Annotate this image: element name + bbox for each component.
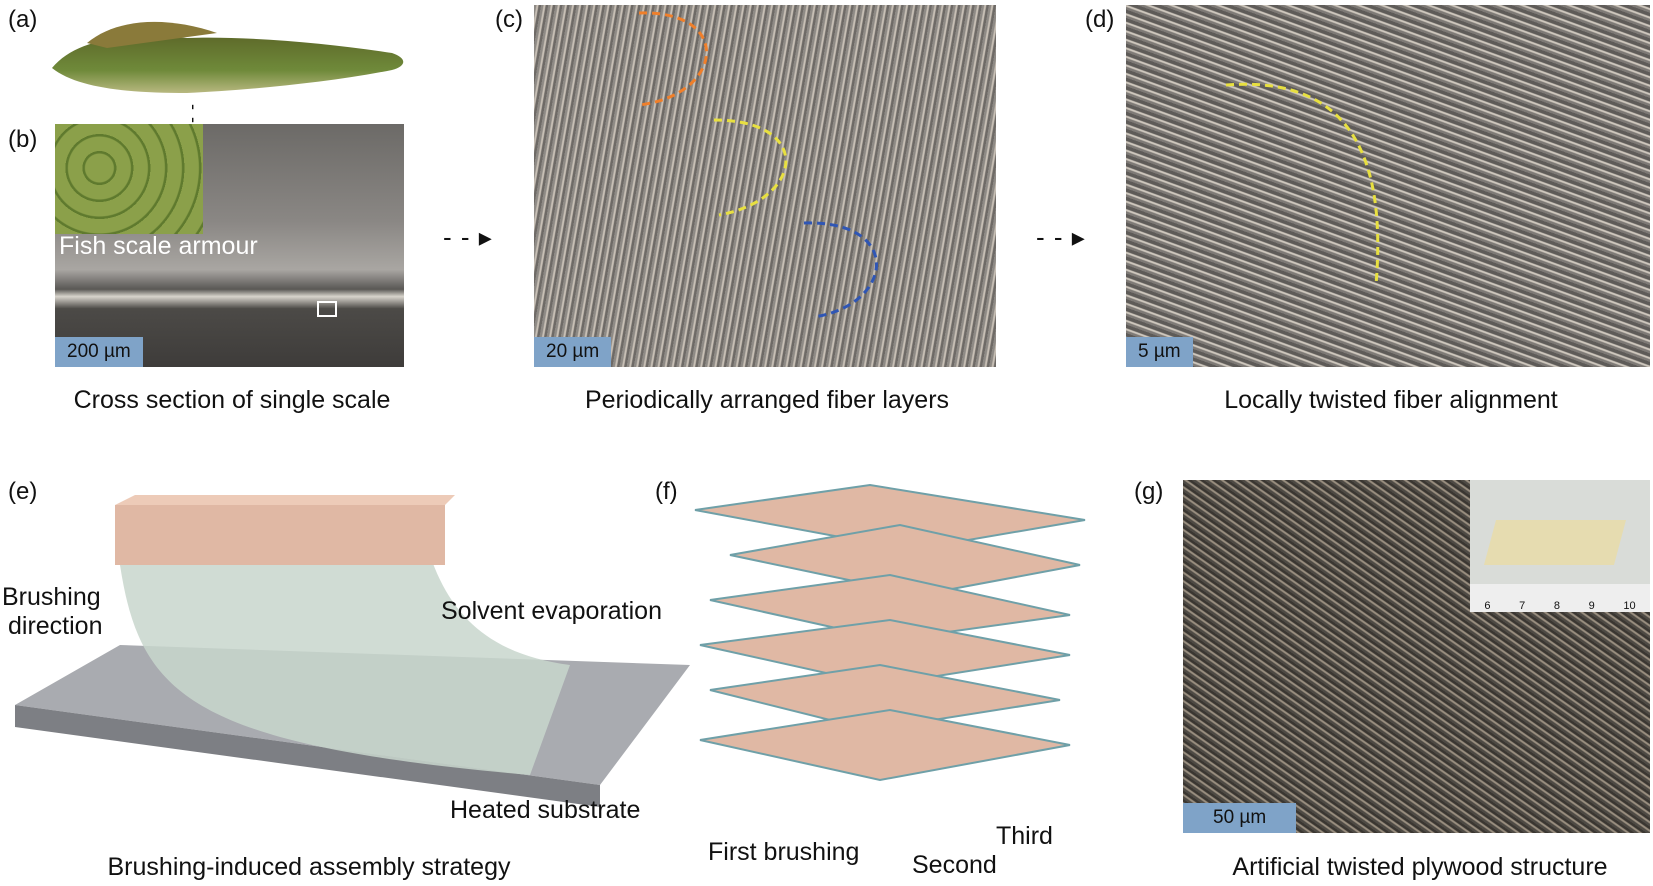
scale-bar: 200 µm bbox=[55, 337, 143, 367]
fish-photo bbox=[52, 21, 404, 93]
panel-d-sem-image: 5 µm bbox=[1126, 5, 1650, 367]
sample-photo-inset: 6 7 8 9 10 bbox=[1470, 480, 1650, 612]
blue-twist-arrow-icon bbox=[803, 221, 878, 319]
panel-b-caption: Cross section of single scale bbox=[73, 386, 391, 414]
twist-arrows bbox=[1225, 82, 1380, 286]
inset-caption: Fish scale armour bbox=[59, 232, 258, 260]
brushing-schematic bbox=[15, 495, 690, 807]
ruler-tick: 9 bbox=[1588, 600, 1595, 612]
ruler-tick: 8 bbox=[1553, 600, 1560, 612]
yellow-twist-arrow-icon bbox=[1225, 82, 1380, 286]
orange-twist-arrow-icon bbox=[638, 11, 708, 107]
heated-substrate-label: Heated substrate bbox=[450, 796, 641, 824]
panel-b-sem-image: Fish scale armour 200 µm bbox=[55, 124, 404, 367]
second-label: Second bbox=[912, 851, 997, 879]
sample-block bbox=[1483, 520, 1627, 565]
panel-f-label: (f) bbox=[655, 478, 678, 505]
direction-label: direction bbox=[8, 612, 103, 640]
fish-scale-inset-photo bbox=[55, 124, 203, 234]
ruler: 6 7 8 9 10 bbox=[1470, 584, 1650, 612]
panel-g-sem-image: 6 7 8 9 10 50 µm bbox=[1183, 480, 1650, 833]
panel-c-sem-image: 20 µm bbox=[534, 5, 996, 367]
twist-arrows bbox=[638, 11, 878, 319]
twisted-plywood-schematic bbox=[694, 483, 1086, 782]
solvent-evaporation-label: Solvent evaporation bbox=[441, 597, 662, 625]
panel-c-caption: Periodically arranged fiber layers bbox=[584, 386, 950, 414]
panel-e-label: (e) bbox=[8, 478, 38, 505]
ruler-tick: 7 bbox=[1519, 600, 1526, 612]
ruler-tick: 10 bbox=[1623, 600, 1636, 612]
panel-c-label: (c) bbox=[495, 6, 523, 33]
panel-b-label: (b) bbox=[8, 126, 38, 153]
right-arrow-icon: - - ▸ bbox=[443, 222, 493, 252]
brushing-label: Brushing bbox=[2, 583, 101, 611]
first-brushing-label: First brushing bbox=[708, 838, 860, 866]
panel-d-caption: Locally twisted fiber alignment bbox=[1224, 386, 1558, 414]
scale-bar: 5 µm bbox=[1126, 337, 1193, 367]
panel-a-label: (a) bbox=[8, 6, 38, 33]
scale-bar: 20 µm bbox=[534, 337, 612, 367]
region-marker bbox=[317, 301, 337, 317]
yellow-twist-arrow-icon bbox=[713, 118, 788, 217]
third-label: Third bbox=[996, 822, 1053, 850]
panel-g-label: (g) bbox=[1134, 478, 1164, 505]
scale-bar: 50 µm bbox=[1183, 803, 1297, 833]
panel-g-caption: Artificial twisted plywood structure bbox=[1232, 853, 1608, 881]
panel-e-caption: Brushing-induced assembly strategy bbox=[107, 853, 511, 881]
ruler-tick: 6 bbox=[1484, 600, 1491, 612]
panel-d-label: (d) bbox=[1085, 6, 1115, 33]
right-arrow-icon: - - ▸ bbox=[1036, 222, 1086, 252]
